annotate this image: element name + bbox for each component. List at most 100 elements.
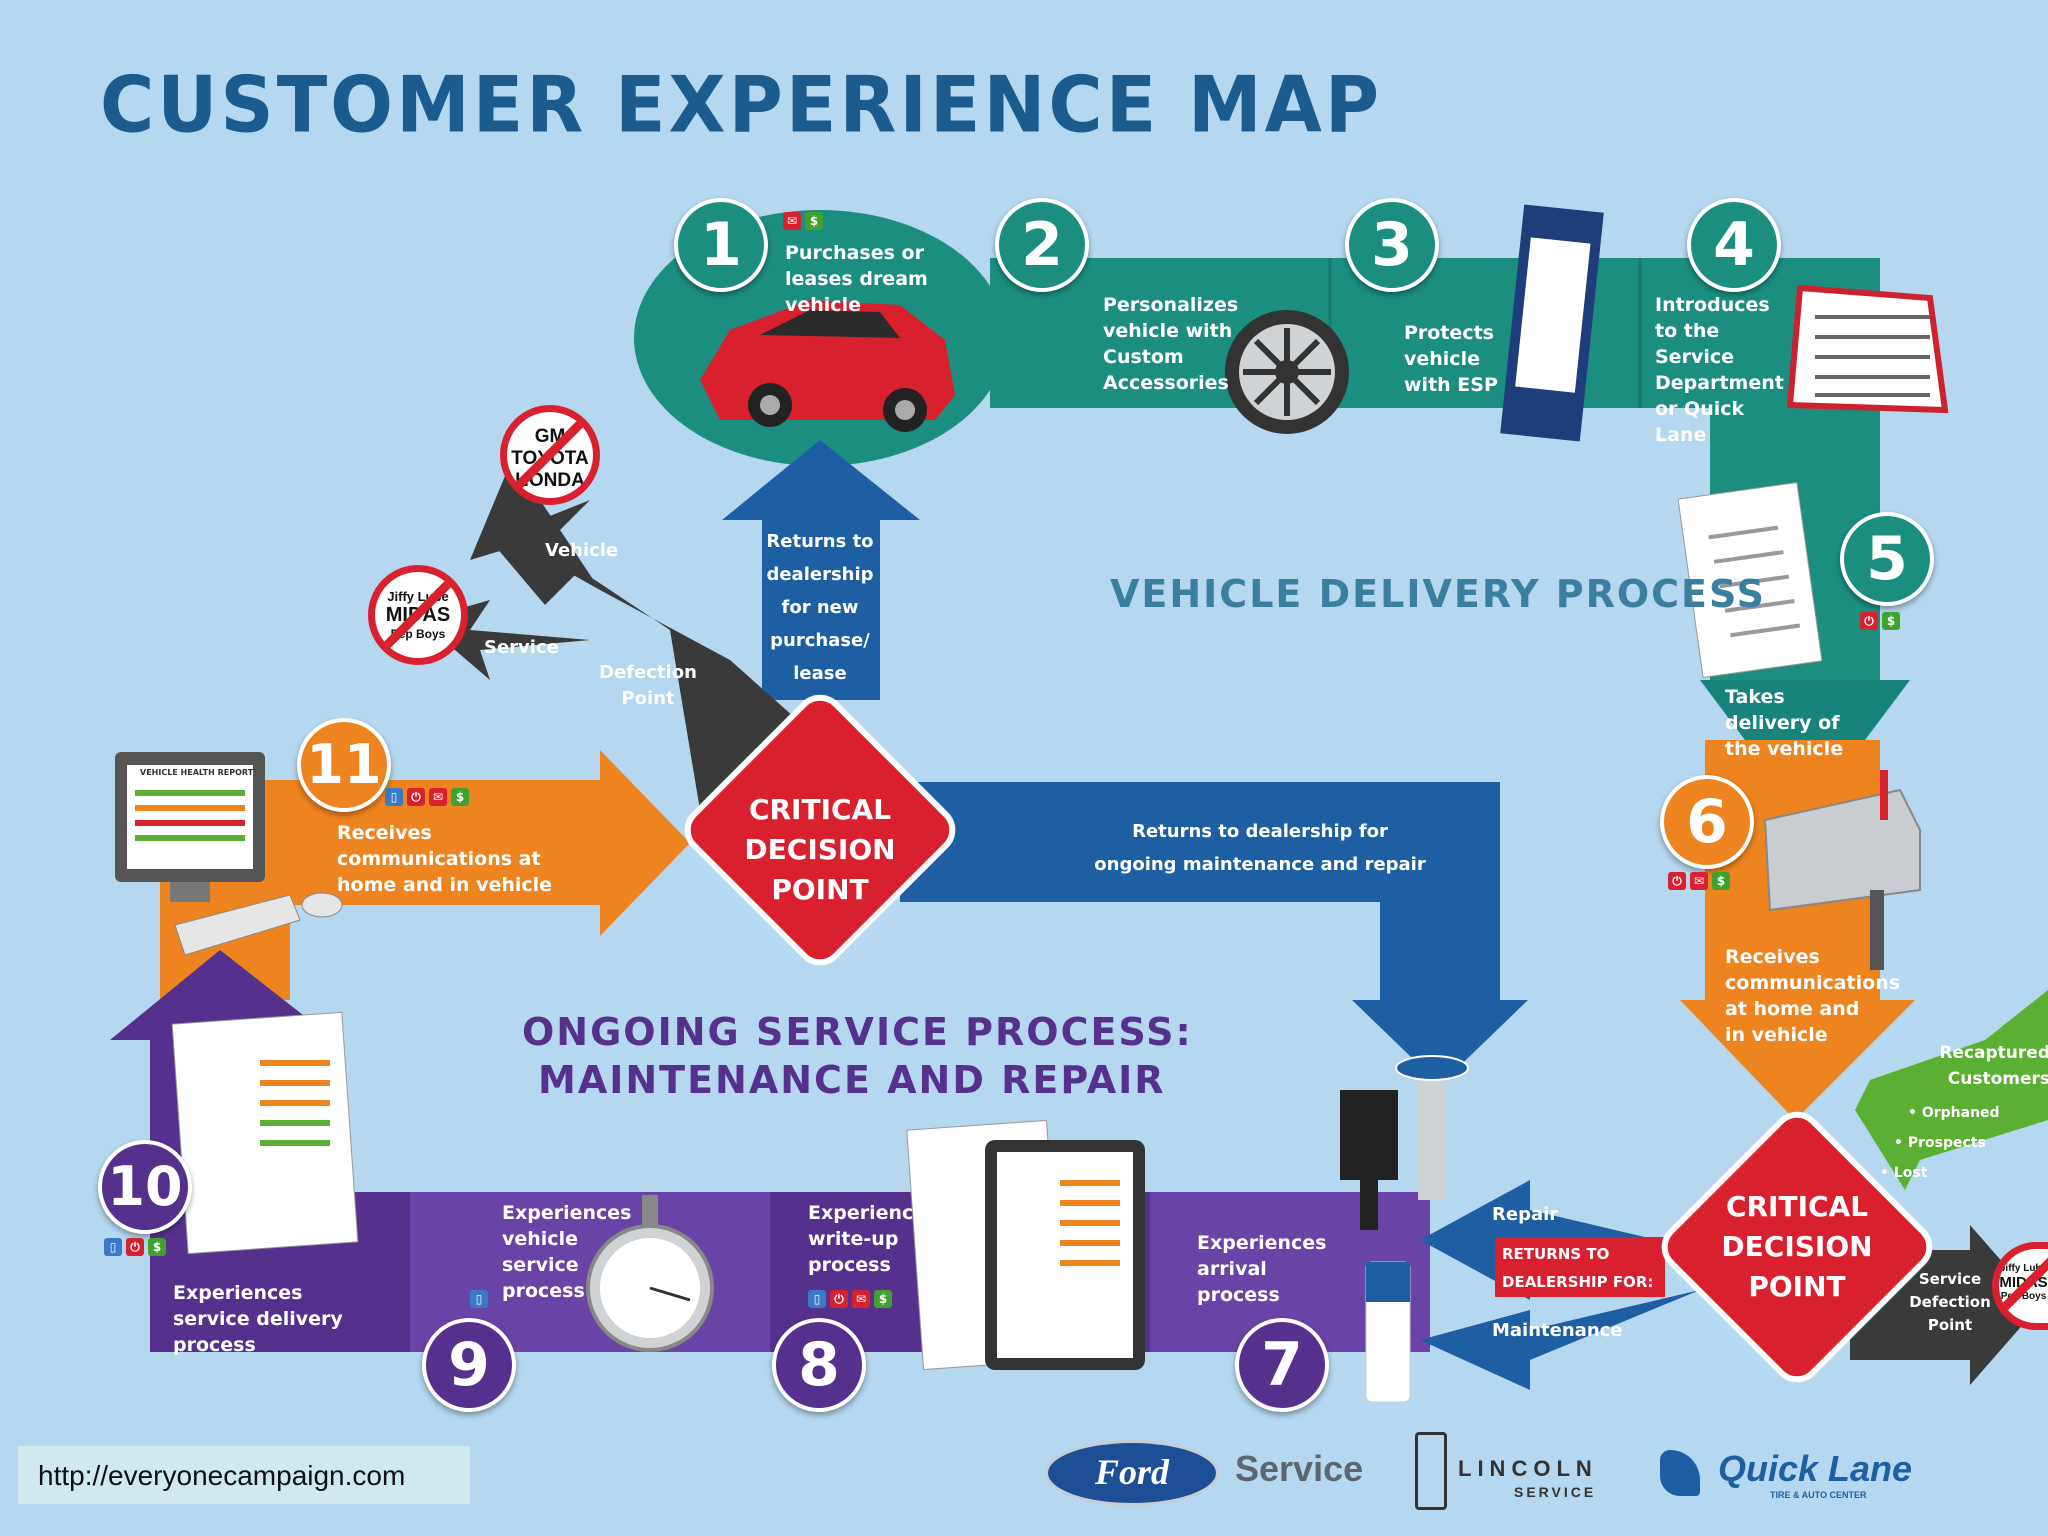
service-process-heading-line2: MAINTENANCE AND REPAIR — [538, 1058, 1166, 1102]
service-competitor-badge: Jiffy Lube MIDAS Pep Boys — [368, 565, 468, 665]
critical-decision-label-2: CRITICAL DECISION POINT — [1721, 1190, 1873, 1303]
returns-for-label: RETURNS TO DEALERSHIP FOR: — [1502, 1245, 1654, 1291]
step-number-2: 2 — [995, 198, 1089, 292]
wheel-illustration — [1225, 310, 1349, 434]
power-icon: ⏻ — [830, 1290, 848, 1308]
dollar-icon: $ — [874, 1290, 892, 1308]
vehicle-label: Vehicle — [545, 540, 619, 561]
lincoln-logo-text: LINCOLN — [1458, 1456, 1598, 1481]
vehicle-delivery-heading: VEHICLE DELIVERY PROCESS — [1110, 572, 1767, 616]
phone-icon: ▯ — [470, 1290, 488, 1308]
competitor-name: MIDAS — [385, 604, 451, 626]
step10-icons: ▯ ⏻ $ — [104, 1238, 166, 1256]
calendar-illustration — [1786, 284, 1949, 414]
service-defection-label: Service Defection Point — [1909, 1270, 1991, 1334]
write-up-clipboard-illustration — [906, 1119, 1145, 1371]
competitor-name: Pep Boys — [2000, 1291, 2047, 1302]
mail-icon: ✉ — [783, 212, 801, 230]
stopwatch-illustration — [586, 1195, 714, 1352]
recaptured-item: • Lost — [1880, 1165, 1928, 1181]
power-icon: ⏻ — [1668, 872, 1686, 890]
blue-arrow-maintenance — [1420, 1290, 1700, 1390]
step-label-6: Receives communications at home and in v… — [1725, 946, 1901, 1046]
repair-label: Repair — [1492, 1204, 1559, 1225]
competitor-name: Jiffy Lube — [1999, 1263, 2048, 1274]
recaptured-item: • Orphaned — [1908, 1105, 2000, 1121]
phone-icon: ▯ — [808, 1290, 826, 1308]
lincoln-star-icon — [1415, 1432, 1447, 1510]
competitor-name: HONDA — [515, 470, 585, 491]
step-label-3: Protects vehicle with ESP — [1404, 322, 1498, 396]
vehicle-competitor-badge: GM TOYOTA HONDA — [500, 405, 600, 505]
critical-decision-diamond-2 — [1661, 1111, 1933, 1383]
step-label-8: Experiences write-up process — [808, 1202, 938, 1276]
step-label-10: Experiences service delivery process — [173, 1282, 343, 1356]
step-label-7: Experiences arrival process — [1197, 1232, 1327, 1306]
step-number-3: 3 — [1345, 198, 1439, 292]
step6-icons: ⏻ ✉ $ — [1668, 872, 1730, 890]
step1-icons: ✉ $ — [783, 212, 823, 230]
step-number-10: 10 — [98, 1140, 192, 1234]
power-icon: ⏻ — [407, 788, 425, 806]
mailbox-illustration — [1763, 770, 1921, 970]
quick-lane-logo-text: Quick Lane — [1718, 1448, 1913, 1489]
red-car-illustration — [700, 300, 955, 432]
step-number-7: 7 — [1235, 1318, 1329, 1412]
step-label-11: Receives communications at home and in v… — [337, 822, 553, 896]
recaptured-title: Recaptured Customers — [1939, 1043, 2048, 1089]
competitor-name: MIDAS — [1999, 1274, 2048, 1291]
step-number-1: 1 — [674, 198, 768, 292]
defection-arrow — [490, 500, 820, 810]
critical-decision-label-1: CRITICAL DECISION POINT — [744, 793, 896, 906]
dollar-icon: $ — [1712, 872, 1730, 890]
service-report-illustration — [171, 1011, 359, 1255]
step5-icons: ⏻ $ — [1860, 612, 1900, 630]
checklist-illustration — [1677, 481, 1823, 679]
returns-new-label: Returns to dealership for new purchase/ … — [766, 531, 874, 684]
competitor-name: TOYOTA — [511, 448, 589, 469]
step-number-5: 5 — [1840, 512, 1934, 606]
service-logo-text: Service — [1235, 1448, 1364, 1489]
ford-logo: Ford — [1045, 1440, 1219, 1506]
dollar-icon: $ — [1882, 612, 1900, 630]
phone-icon: ▯ — [385, 788, 403, 806]
recaptured-list: • Orphaned • Prospects • Lost — [1880, 1098, 2000, 1188]
blue-arrow-down — [900, 782, 1528, 1085]
blue-arrow-up — [722, 440, 920, 700]
step-number-4: 4 — [1687, 198, 1781, 292]
step-number-11: 11 — [297, 718, 391, 812]
service-process-heading-line1: ONGOING SERVICE PROCESS: — [522, 1010, 1193, 1054]
monitor-screen-title: VEHICLE HEALTH REPORT — [140, 768, 254, 777]
phone-icon: ▯ — [104, 1238, 122, 1256]
competitor-name: Jiffy Lube — [387, 589, 449, 604]
step-label-1: Purchases or leases dream vehicle — [785, 242, 928, 316]
quick-lane-sub-text: TIRE & AUTO CENTER — [1770, 1490, 1867, 1500]
power-icon: ⏻ — [1860, 612, 1878, 630]
dealership-sign-illustration — [1340, 1055, 1469, 1403]
service-competitor-badge-right: Jiffy Lube MIDAS Pep Boys — [1992, 1242, 2048, 1330]
step-number-8: 8 — [772, 1318, 866, 1412]
teal-band — [990, 258, 1880, 680]
recaptured-arrow — [1855, 990, 2048, 1190]
competitor-name: GM — [534, 426, 566, 447]
computer-illustration — [115, 752, 343, 956]
step-number-6: 6 — [1660, 775, 1754, 869]
step-label-2: Personalizes vehicle with Custom Accesso… — [1103, 294, 1239, 394]
source-url-box: http://everyonecampaign.com — [18, 1446, 470, 1504]
step-number-9: 9 — [422, 1318, 516, 1412]
ford-logo-text: Ford — [1094, 1452, 1170, 1492]
step-label-9: Experiences vehicle service process — [502, 1202, 632, 1302]
dollar-icon: $ — [805, 212, 823, 230]
service-label: Service — [484, 637, 559, 658]
esp-brochure-illustration — [1500, 204, 1604, 442]
critical-decision-diamond-1 — [684, 694, 956, 966]
competitor-name: Pep Boys — [390, 627, 446, 641]
step9-icons: ▯ — [470, 1290, 488, 1308]
mail-icon: ✉ — [429, 788, 447, 806]
mail-icon: ✉ — [1690, 872, 1708, 890]
power-icon: ⏻ — [126, 1238, 144, 1256]
step8-icons: ▯ ⏻ ✉ $ — [808, 1290, 892, 1308]
lincoln-service-text: SERVICE — [1514, 1484, 1597, 1500]
step11-icons: ▯ ⏻ ✉ $ — [385, 788, 469, 806]
